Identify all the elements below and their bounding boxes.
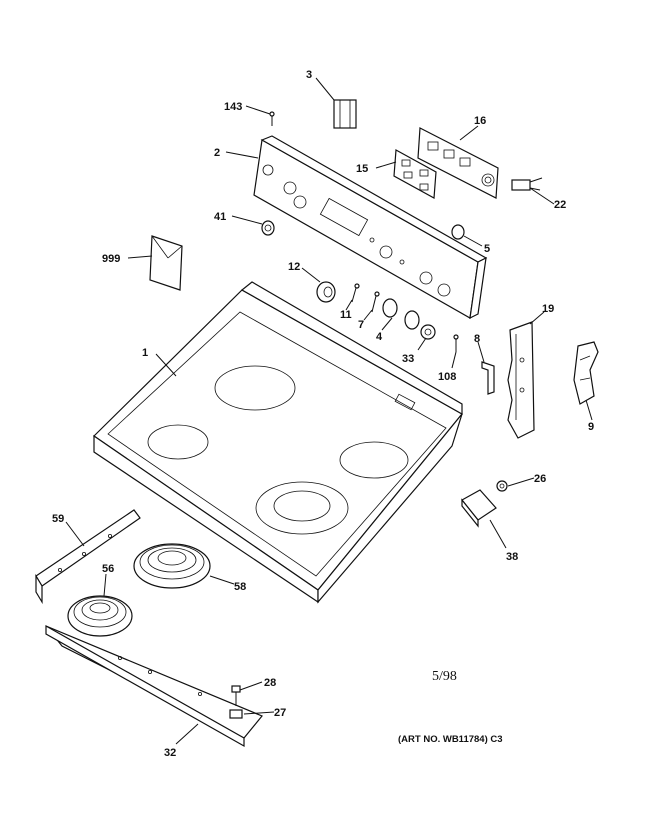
callout-3: 3: [306, 69, 312, 81]
part-108-fastener: [453, 334, 459, 352]
callout-33: 33: [402, 353, 414, 365]
callout-108: 108: [438, 371, 456, 383]
part-56-surface-unit: [67, 595, 133, 637]
callout-labels: 143 3 2 16 15 22 41 5 999 12 11 7 4 33 8…: [52, 69, 594, 759]
callout-15: 15: [356, 163, 368, 175]
part-3-clip: [333, 99, 357, 129]
callout-2: 2: [214, 147, 220, 159]
part-15-switch-plate: [393, 149, 437, 199]
date-note: 5/98: [432, 669, 457, 684]
part-41-knob: [261, 220, 275, 236]
callout-143: 143: [224, 101, 242, 113]
part-999-literature: [149, 235, 183, 291]
callout-32: 32: [164, 747, 176, 759]
part-4-knobs: [382, 298, 420, 330]
part-12-knob: [316, 281, 336, 303]
callout-11: 11: [340, 309, 352, 321]
part-59-rail: [35, 509, 141, 605]
callout-19: 19: [542, 303, 554, 315]
callout-27: 27: [274, 707, 286, 719]
part-9-bracket: [573, 341, 599, 405]
callout-28: 28: [264, 677, 276, 689]
part-33-knob: [420, 324, 436, 340]
part-7-clip: [371, 291, 380, 313]
part-5-knob: [451, 224, 465, 240]
part-16-control-board: [417, 127, 499, 199]
part-38-terminal-block: [461, 489, 497, 528]
callout-16: 16: [474, 115, 486, 127]
callout-22: 22: [554, 199, 566, 211]
callout-4: 4: [376, 331, 383, 343]
control-panel-backsplash: [253, 135, 488, 320]
part-1-cooktop: [93, 281, 463, 604]
part-143-screw: [269, 111, 275, 126]
callout-7: 7: [358, 319, 364, 331]
part-58-surface-unit: [133, 543, 211, 589]
part-32-burner-box: [45, 624, 263, 748]
part-19-side-bracket: [507, 321, 535, 439]
callout-9: 9: [588, 421, 594, 433]
callout-5: 5: [484, 243, 490, 255]
callout-38: 38: [506, 551, 518, 563]
part-8-bracket: [481, 361, 495, 395]
callout-8: 8: [474, 333, 480, 345]
callout-41: 41: [214, 211, 226, 223]
callout-59: 59: [52, 513, 64, 525]
callout-1: 1: [142, 347, 148, 359]
callout-12: 12: [288, 261, 300, 273]
callout-56: 56: [102, 563, 114, 575]
callout-26: 26: [534, 473, 546, 485]
callout-999: 999: [102, 253, 120, 265]
leader-lines: [65, 77, 593, 745]
callout-58: 58: [234, 581, 246, 593]
art-number: (ART NO. WB11784) C3: [398, 734, 503, 745]
part-28-screw: [231, 685, 241, 706]
part-26-grommet: [496, 480, 508, 492]
part-22-connector: [511, 177, 543, 191]
part-11-clip: [351, 283, 360, 303]
part-27-clip: [229, 709, 243, 719]
